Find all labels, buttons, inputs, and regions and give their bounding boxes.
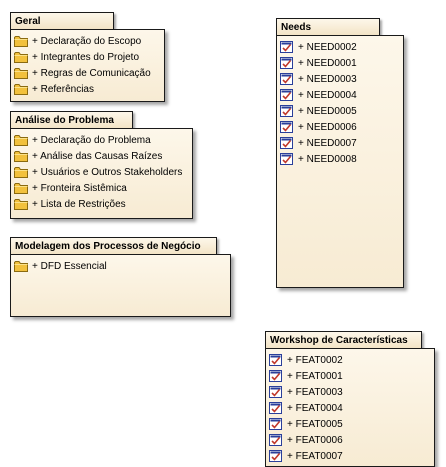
item-label: + Regras de Comunicação xyxy=(32,67,151,79)
item-label: + DFD Essencial xyxy=(32,260,107,272)
folder-icon xyxy=(14,166,28,178)
package-item[interactable]: + Regras de Comunicação xyxy=(14,65,164,81)
package-title: Workshop de Características xyxy=(270,335,408,346)
requirement-icon xyxy=(280,73,294,85)
item-label: + NEED0003 xyxy=(298,73,357,85)
requirement-icon xyxy=(280,57,294,69)
item-label: + FEAT0006 xyxy=(287,434,343,446)
package-title: Análise do Problema xyxy=(15,115,114,126)
item-label: + NEED0001 xyxy=(298,57,357,69)
requirement-item[interactable]: + FEAT0003 xyxy=(269,384,434,400)
package-needs[interactable]: Needs + NEED0002+ NEED0001+ NEED0003+ NE… xyxy=(276,18,404,288)
item-label: + Referências xyxy=(32,83,94,95)
package-item[interactable]: + Declaração do Escopo xyxy=(14,33,164,49)
package-tab: Geral xyxy=(10,12,114,30)
requirement-item[interactable]: + FEAT0007 xyxy=(269,448,434,464)
item-label: + NEED0004 xyxy=(298,89,357,101)
package-body: + Declaração do Escopo + Integrantes do P… xyxy=(10,29,165,102)
requirement-item[interactable]: + FEAT0005 xyxy=(269,416,434,432)
requirement-icon xyxy=(269,370,283,382)
item-label: + NEED0002 xyxy=(298,41,357,53)
item-label: + FEAT0002 xyxy=(287,354,343,366)
requirement-item[interactable]: + NEED0004 xyxy=(280,87,403,103)
item-label: + FEAT0005 xyxy=(287,418,343,430)
package-analise-do-problema[interactable]: Análise do Problema + Declaração do Prob… xyxy=(10,111,193,219)
folder-icon xyxy=(14,182,28,194)
package-item[interactable]: + DFD Essencial xyxy=(14,258,230,274)
folder-icon xyxy=(14,150,28,162)
package-body: + Declaração do Problema + Análise das Ca… xyxy=(10,128,193,219)
requirement-item[interactable]: + FEAT0004 xyxy=(269,400,434,416)
requirement-icon xyxy=(269,434,283,446)
item-label: + Fronteira Sistêmica xyxy=(32,182,127,194)
item-label: + FEAT0004 xyxy=(287,402,343,414)
requirement-item[interactable]: + FEAT0002 xyxy=(269,352,434,368)
item-label: + Lista de Restrições xyxy=(32,198,126,210)
requirement-item[interactable]: + NEED0008 xyxy=(280,151,403,167)
requirement-item[interactable]: + NEED0007 xyxy=(280,135,403,151)
requirement-item[interactable]: + NEED0006 xyxy=(280,119,403,135)
folder-icon xyxy=(14,83,28,95)
item-label: + NEED0006 xyxy=(298,121,357,133)
package-item[interactable]: + Análise das Causas Raízes xyxy=(14,148,192,164)
package-body: + FEAT0002 + FEAT0001 + FEAT0003 + FEAT0004… xyxy=(265,348,435,467)
requirement-icon xyxy=(280,89,294,101)
requirement-icon xyxy=(280,121,294,133)
package-title: Modelagem dos Processos de Negócio xyxy=(15,241,201,252)
package-modelagem-dos-processos[interactable]: Modelagem dos Processos de Negócio + DFD… xyxy=(10,237,231,317)
item-label: + FEAT0003 xyxy=(287,386,343,398)
item-label: + NEED0008 xyxy=(298,153,357,165)
item-label: + Usuários e Outros Stakeholders xyxy=(32,166,183,178)
folder-icon xyxy=(14,198,28,210)
item-label: + Declaração do Problema xyxy=(32,134,151,146)
package-item[interactable]: + Integrantes do Projeto xyxy=(14,49,164,65)
requirement-item[interactable]: + FEAT0006 xyxy=(269,432,434,448)
requirement-item[interactable]: + NEED0002 xyxy=(280,39,403,55)
package-tab: Análise do Problema xyxy=(10,111,133,129)
package-item[interactable]: + Declaração do Problema xyxy=(14,132,192,148)
folder-icon xyxy=(14,35,28,47)
requirement-icon xyxy=(280,41,294,53)
requirement-icon xyxy=(280,105,294,117)
package-geral[interactable]: Geral + Declaração do Escopo + Integrante… xyxy=(10,12,165,102)
requirement-icon xyxy=(269,386,283,398)
requirement-icon xyxy=(269,418,283,430)
item-label: + NEED0005 xyxy=(298,105,357,117)
package-item[interactable]: + Referências xyxy=(14,81,164,97)
requirement-item[interactable]: + NEED0005 xyxy=(280,103,403,119)
package-body: + NEED0002 + NEED0001 + NEED0003 + NEED0004… xyxy=(276,35,404,288)
package-workshop-de-caracteristicas[interactable]: Workshop de Características + FEAT0002+ … xyxy=(265,331,435,467)
requirement-icon xyxy=(280,153,294,165)
item-label: + FEAT0001 xyxy=(287,370,343,382)
requirement-item[interactable]: + NEED0003 xyxy=(280,71,403,87)
package-tab: Modelagem dos Processos de Negócio xyxy=(10,237,217,255)
package-item[interactable]: + Fronteira Sistêmica xyxy=(14,180,192,196)
folder-icon xyxy=(14,260,28,272)
item-label: + Análise das Causas Raízes xyxy=(32,150,163,162)
package-item[interactable]: + Lista de Restrições xyxy=(14,196,192,212)
item-label: + Declaração do Escopo xyxy=(32,35,142,47)
item-label: + NEED0007 xyxy=(298,137,357,149)
item-label: + Integrantes do Projeto xyxy=(32,51,140,63)
package-body: + DFD Essencial xyxy=(10,254,231,317)
requirement-icon xyxy=(280,137,294,149)
package-title: Needs xyxy=(281,22,312,33)
item-label: + FEAT0007 xyxy=(287,450,343,462)
folder-icon xyxy=(14,51,28,63)
package-tab: Workshop de Características xyxy=(265,331,422,349)
folder-icon xyxy=(14,67,28,79)
requirement-icon xyxy=(269,354,283,366)
folder-icon xyxy=(14,134,28,146)
package-tab: Needs xyxy=(276,18,380,36)
requirement-icon xyxy=(269,402,283,414)
package-title: Geral xyxy=(15,16,41,27)
requirement-icon xyxy=(269,450,283,462)
requirement-item[interactable]: + FEAT0001 xyxy=(269,368,434,384)
package-item[interactable]: + Usuários e Outros Stakeholders xyxy=(14,164,192,180)
requirement-item[interactable]: + NEED0001 xyxy=(280,55,403,71)
